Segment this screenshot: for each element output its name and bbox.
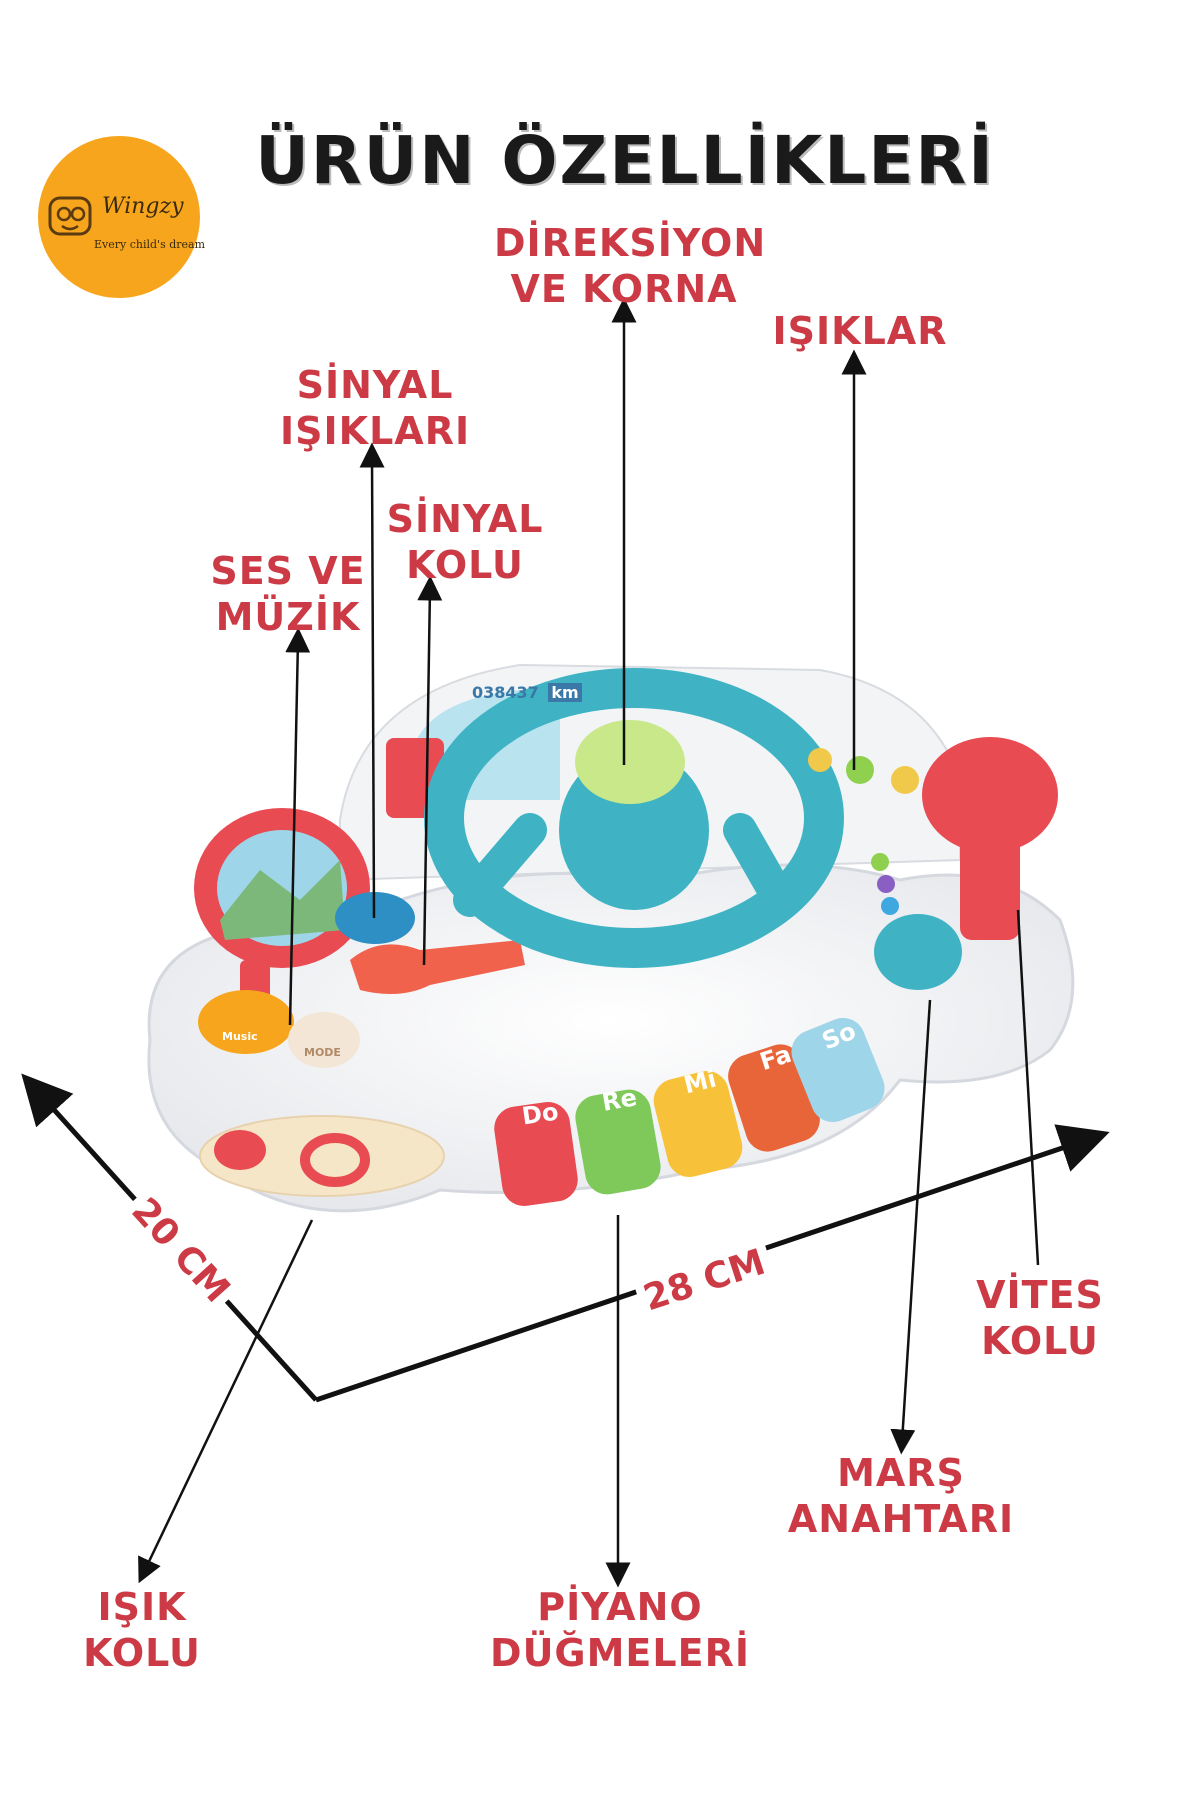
label-vites-kolu: VİTES KOLU xyxy=(960,1272,1120,1364)
label-isiklar: IŞIKLAR xyxy=(760,308,960,354)
music-button: Music xyxy=(222,1030,258,1043)
label-direksiyon-line1: DİREKSİYON xyxy=(494,221,767,265)
label-isiklar-line1: IŞIKLAR xyxy=(772,309,948,353)
label-mars-anahtari: MARŞ ANAHTARI xyxy=(786,1450,1016,1542)
lion-face-icon xyxy=(48,196,92,236)
label-ses-muzik-line1: SES VE xyxy=(210,549,366,593)
label-piyano-line2: DÜĞMELERİ xyxy=(490,1631,750,1675)
page-title: ÜRÜN ÖZELLİKLERİ xyxy=(255,122,995,199)
label-sinyal-isiklari: SİNYAL IŞIKLARI xyxy=(280,362,470,454)
odometer-unit: km xyxy=(548,683,582,702)
label-sinyal-isiklari-line1: SİNYAL xyxy=(296,363,454,407)
label-direksiyon-line2: VE KORNA xyxy=(510,267,738,311)
label-isik-kolu: IŞIK KOLU xyxy=(72,1584,212,1676)
label-piyano-line1: PİYANO xyxy=(537,1585,703,1629)
odometer: 038437 km xyxy=(472,683,582,702)
brand-logo: Wingzy Every child's dream xyxy=(38,136,205,298)
label-sinyal-kolu-line1: SİNYAL xyxy=(386,497,544,541)
label-sinyal-isiklari-line2: IŞIKLARI xyxy=(280,409,471,453)
logo-brand: Wingzy xyxy=(102,194,184,219)
label-direksiyon: DİREKSİYON VE KORNA xyxy=(494,220,767,312)
label-sinyal-kolu: SİNYAL KOLU xyxy=(380,496,550,588)
piano-key-re: Re xyxy=(599,1083,639,1117)
label-vites-kolu-line2: KOLU xyxy=(981,1319,1099,1363)
label-vites-kolu-line1: VİTES xyxy=(976,1273,1104,1317)
label-piyano: PİYANO DÜĞMELERİ xyxy=(490,1584,750,1676)
label-mars-anahtari-line2: ANAHTARI xyxy=(787,1497,1015,1541)
label-ses-muzik-line2: MÜZİK xyxy=(215,595,361,639)
label-sinyal-kolu-line2: KOLU xyxy=(406,543,524,587)
label-isik-kolu-line1: IŞIK xyxy=(97,1585,187,1629)
logo-tagline: Every child's dream xyxy=(94,238,206,251)
mode-button: MODE xyxy=(304,1046,341,1059)
label-mars-anahtari-line1: MARŞ xyxy=(837,1451,965,1495)
label-ses-muzik: SES VE MÜZİK xyxy=(204,548,372,640)
odometer-value: 038437 xyxy=(472,683,539,702)
piano-key-do: Do xyxy=(520,1097,561,1131)
label-isik-kolu-line2: KOLU xyxy=(83,1631,201,1675)
